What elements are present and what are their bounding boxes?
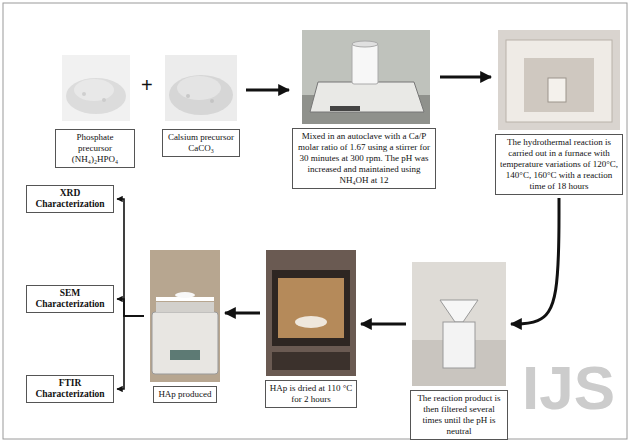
plus-sign: + (141, 74, 153, 97)
process-step: The hydrothermal reaction is carried out… (494, 30, 624, 195)
watermark: IJS (522, 352, 615, 423)
precursor-step: Phosphate precursor (NH₄)₂HPO₄ (54, 55, 136, 168)
flow-arrow (117, 316, 144, 389)
box-label: FTIR Characterization (26, 375, 114, 403)
process-step: HAp is dried at 110 °C for 2 hours (264, 250, 358, 408)
flow-arrow (361, 323, 406, 326)
balance-photo (150, 250, 220, 382)
flow-arrow (440, 76, 491, 79)
box-label: SEM Characterization (26, 285, 114, 313)
flow-arrow (246, 89, 289, 92)
characterization-box: XRD Characterization (26, 185, 114, 213)
photo-slot (148, 250, 222, 382)
photo-slot (54, 55, 136, 125)
phosphate-powder-photo (62, 55, 130, 121)
product-step: HAp produced (148, 250, 222, 403)
process-step: Mixed in an autoclave with a Ca/P molar … (292, 30, 436, 189)
box-label: XRD Characterization (26, 185, 114, 213)
process-step: The reaction product is then filtered se… (410, 262, 508, 440)
photo-slot (160, 55, 242, 125)
oven-photo (266, 250, 356, 376)
step-caption: HAp is dried at 110 °C for 2 hours (265, 380, 357, 408)
characterization-box: FTIR Characterization (26, 375, 114, 403)
step-caption: Calsium precursor CaCO₃ (162, 129, 240, 157)
photo-slot (292, 30, 436, 124)
stirrer-photo (302, 30, 430, 124)
outer-frame (3, 3, 627, 439)
calcium-powder-photo (165, 55, 237, 121)
flow-arrow (225, 312, 260, 315)
step-caption: Mixed in an autoclave with a Ca/P molar … (292, 128, 436, 189)
step-caption: HAp produced (153, 386, 217, 403)
precursor-step: Calsium precursor CaCO₃ (160, 55, 242, 157)
step-caption: Phosphate precursor (NH₄)₂HPO₄ (55, 129, 135, 168)
furnace-photo (498, 30, 620, 130)
characterization-box: SEM Characterization (26, 285, 114, 313)
flow-arrow (117, 299, 144, 316)
photo-slot (494, 30, 624, 130)
photo-slot (264, 250, 358, 376)
filter-photo (412, 262, 506, 386)
step-caption: The reaction product is then filtered se… (410, 390, 508, 440)
step-caption: The hydrothermal reaction is carried out… (495, 134, 623, 195)
photo-slot (410, 262, 508, 386)
flow-arrow (511, 198, 559, 324)
flow-arrow (117, 199, 144, 316)
